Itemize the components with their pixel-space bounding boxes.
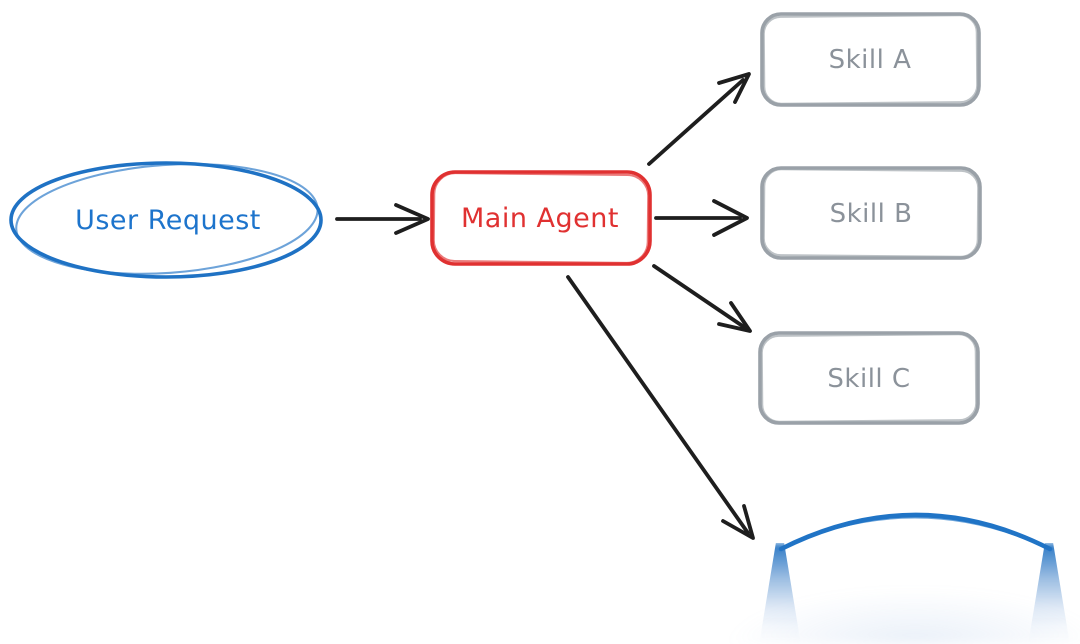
skill-c-label: Skill C <box>827 364 910 394</box>
skill-c-box[interactable] <box>758 331 980 425</box>
user-request-ellipse[interactable] <box>9 161 323 279</box>
user-request-ellipse-sketch-echo <box>15 162 319 275</box>
node-skill-b[interactable]: Skill B <box>760 166 982 260</box>
arrow-main-agent-to-skill-a[interactable] <box>647 72 751 166</box>
skill-b-box-sketch-echo <box>762 168 980 258</box>
node-partial-bottom-ellipse[interactable] <box>778 512 1053 552</box>
main-agent-box-sketch-echo <box>432 172 650 264</box>
skill-b-box[interactable] <box>760 166 982 260</box>
node-skill-c[interactable]: Skill C <box>758 331 980 425</box>
skill-a-box-sketch-echo <box>762 14 979 105</box>
node-user-request[interactable]: User Request <box>9 155 323 284</box>
partial-bottom-ellipse-sketch-echo <box>787 516 1045 548</box>
node-skill-a[interactable]: Skill A <box>760 12 981 107</box>
bottom-edge-haze <box>730 589 1080 644</box>
main-agent-box[interactable] <box>430 170 652 266</box>
arrow-main-agent-to-partial-bottom[interactable] <box>566 275 755 540</box>
skill-a-box[interactable] <box>760 12 981 107</box>
arrow-user-request-to-main-agent[interactable] <box>335 203 430 235</box>
skill-b-label: Skill B <box>830 199 913 229</box>
skill-c-box-sketch-echo <box>760 333 978 423</box>
arrow-main-agent-to-skill-b[interactable] <box>654 199 749 237</box>
main-agent-label: Main Agent <box>461 203 619 234</box>
arrow-main-agent-to-skill-c[interactable] <box>652 264 752 333</box>
skill-a-label: Skill A <box>829 45 912 75</box>
node-main-agent[interactable]: Main Agent <box>430 170 652 266</box>
user-request-label: User Request <box>75 205 261 236</box>
